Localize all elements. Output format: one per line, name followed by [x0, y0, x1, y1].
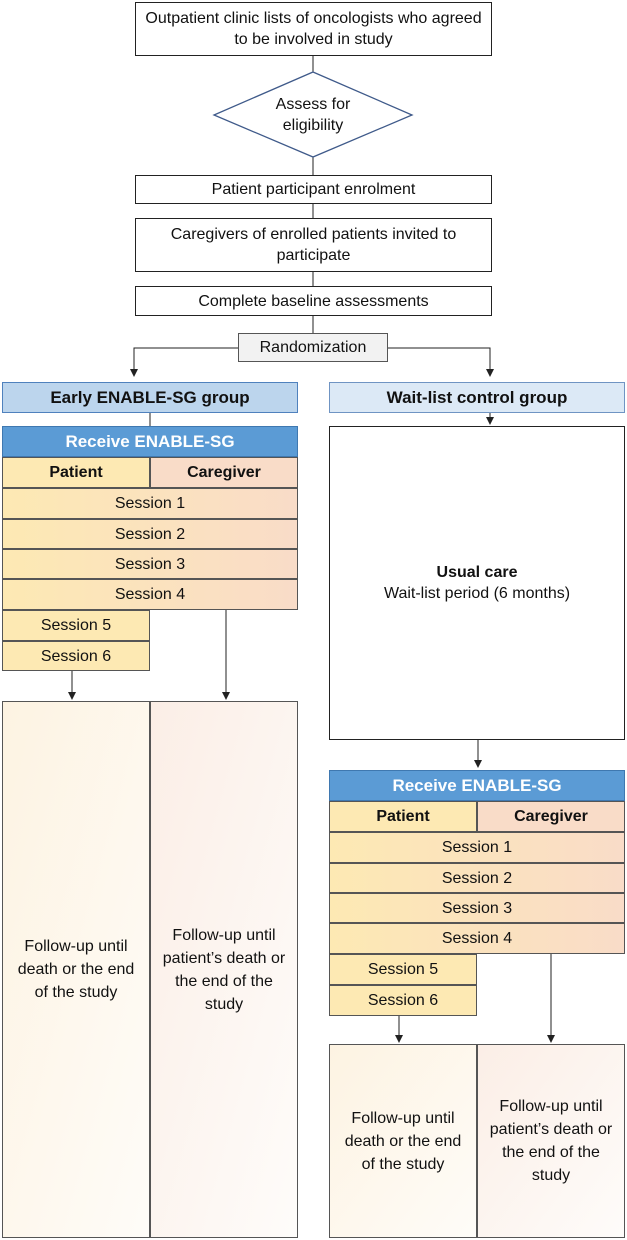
early-caregiver-followup: Follow-up until patient’s death or the e…	[150, 701, 298, 1238]
eligibility-diamond	[212, 71, 414, 158]
early-session-3: Session 3	[2, 549, 298, 579]
waitlist-session-6-label: Session 6	[367, 992, 439, 1009]
waitlist-caregiver-followup: Follow-up until patient’s death or the e…	[477, 1044, 625, 1238]
early-group-header-text: Early ENABLE-SG group	[50, 388, 250, 407]
early-session-1-label: Session 1	[114, 495, 186, 512]
waitlist-patient-column-header: Patient	[329, 801, 477, 832]
early-group-header: Early ENABLE-SG group	[2, 382, 298, 413]
waitlist-session-5: Session 5	[329, 954, 477, 985]
early-receive-text: Receive ENABLE-SG	[65, 432, 235, 451]
early-patient-followup: Follow-up until death or the end of the …	[2, 701, 150, 1238]
early-caregiver-column-header: Caregiver	[150, 457, 298, 488]
caregivers-invited-text: Caregivers of enrolled patients invited …	[170, 226, 457, 264]
waitlist-caregiver-label: Caregiver	[514, 808, 588, 825]
waitlist-patient-followup-text: Follow-up until death or the end of the …	[344, 1109, 462, 1173]
waitlist-session-5-label: Session 5	[367, 961, 439, 978]
waitlist-patient-followup: Follow-up until death or the end of the …	[329, 1044, 477, 1238]
early-session-4: Session 4	[2, 579, 298, 610]
early-session-6: Session 6	[2, 641, 150, 671]
early-patient-followup-text: Follow-up until death or the end of the …	[17, 938, 135, 1001]
early-session-2-label: Session 2	[114, 525, 186, 543]
waitlist-caregiver-column-header: Caregiver	[477, 801, 625, 832]
waitlist-session-2-label: Session 2	[441, 869, 513, 887]
enrolment-box: Patient participant enrolment	[135, 175, 492, 204]
early-receive-header: Receive ENABLE-SG	[2, 426, 298, 457]
randomization-text: Randomization	[259, 339, 367, 356]
early-session-3-label: Session 3	[114, 555, 186, 573]
usual-care-title: Usual care	[436, 564, 518, 581]
early-session-5: Session 5	[2, 610, 150, 641]
early-session-6-label: Session 6	[40, 647, 112, 665]
waitlist-receive-header: Receive ENABLE-SG	[329, 770, 625, 801]
early-patient-label: Patient	[49, 464, 103, 481]
waitlist-caregiver-followup-text: Follow-up until patient’s death or the e…	[489, 1098, 613, 1184]
waitlist-session-6: Session 6	[329, 985, 477, 1016]
early-session-2: Session 2	[2, 519, 298, 549]
waitlist-receive-text: Receive ENABLE-SG	[392, 776, 562, 795]
baseline-text: Complete baseline assessments	[198, 292, 429, 310]
clinic-lists-text: Outpatient clinic lists of oncologists w…	[145, 10, 482, 48]
waitlist-session-4-label: Session 4	[441, 930, 513, 947]
caregivers-invited-box: Caregivers of enrolled patients invited …	[135, 218, 492, 272]
early-session-5-label: Session 5	[40, 617, 112, 634]
arrow-to-waitlist	[388, 347, 494, 377]
waitlist-group-header-text: Wait-list control group	[386, 388, 568, 407]
early-caregiver-label: Caregiver	[187, 464, 261, 481]
assess-eligibility-text: Assess for eligibility	[275, 96, 351, 134]
early-patient-column-header: Patient	[2, 457, 150, 488]
early-session-4-label: Session 4	[114, 586, 186, 603]
waitlist-patient-label: Patient	[376, 808, 430, 825]
waitlist-session-2: Session 2	[329, 863, 625, 893]
waitlist-session-1: Session 1	[329, 832, 625, 863]
enrolment-text: Patient participant enrolment	[211, 181, 416, 198]
arrow-to-early	[130, 347, 238, 377]
usual-care-subtitle: Wait-list period (6 months)	[383, 585, 571, 602]
baseline-box: Complete baseline assessments	[135, 286, 492, 316]
waitlist-session-3-label: Session 3	[441, 899, 513, 917]
usual-care-box: Usual care Wait-list period (6 months)	[329, 426, 625, 740]
waitlist-session-1-label: Session 1	[441, 839, 513, 856]
early-session-1: Session 1	[2, 488, 298, 519]
waitlist-group-header: Wait-list control group	[329, 382, 625, 413]
randomization-box: Randomization	[238, 333, 388, 362]
assess-eligibility-label-wrap: Assess for eligibility	[254, 90, 372, 140]
waitlist-session-4: Session 4	[329, 923, 625, 954]
early-caregiver-followup-text: Follow-up until patient’s death or the e…	[162, 926, 286, 1013]
waitlist-session-3: Session 3	[329, 893, 625, 923]
clinic-lists-box: Outpatient clinic lists of oncologists w…	[135, 2, 492, 56]
